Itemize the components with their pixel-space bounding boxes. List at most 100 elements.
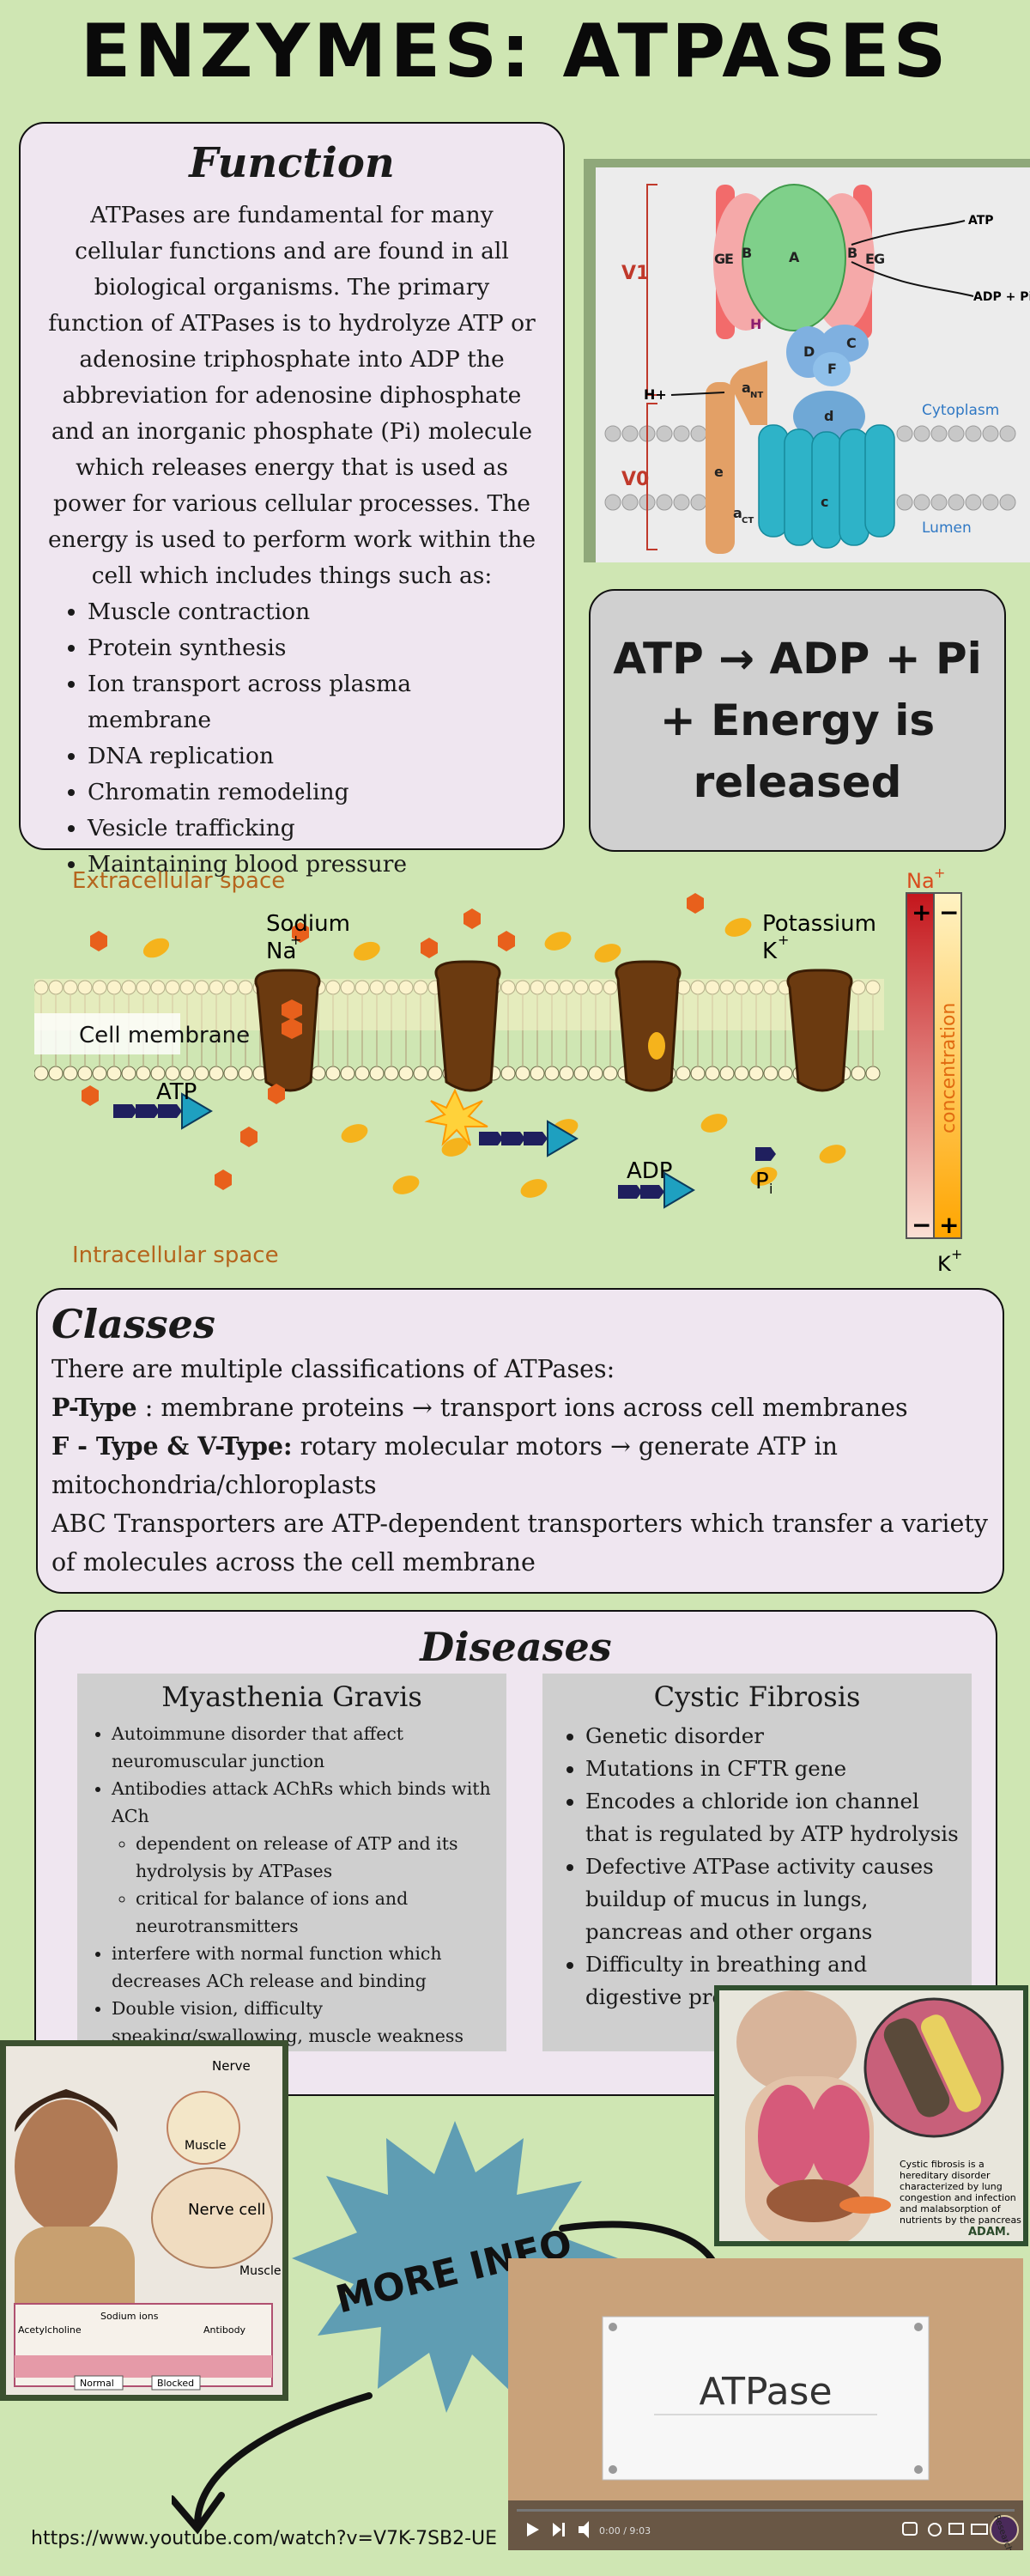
- lipid-head: [121, 1066, 136, 1081]
- lipid-head: [515, 1066, 530, 1081]
- subunit-label: E: [865, 251, 875, 267]
- lipid-head: [734, 1066, 749, 1081]
- list-item: Muscle contraction: [88, 594, 539, 630]
- na-low-sign: −: [912, 1211, 931, 1239]
- function-heading: Function: [189, 139, 395, 187]
- abc-line: ABC Transporters are ATP-dependent trans…: [52, 1510, 988, 1577]
- sodium-potassium-pump-figure: Extracellular space Intracellular space …: [33, 859, 1021, 1279]
- subunit-label: F: [827, 361, 837, 377]
- theater-icon[interactable]: [971, 2524, 988, 2535]
- k-low-sign: −: [939, 898, 959, 927]
- video-frame: ATPase 0:00 / 9:03 Research: [508, 2258, 1023, 2554]
- lipid-head: [851, 1066, 866, 1081]
- equation-line: ATP → ADP + Pi: [613, 634, 982, 683]
- lipid-head: [63, 1066, 78, 1081]
- list-item: Autoimmune disorder that affect neuromus…: [112, 1720, 498, 1775]
- superscript-plus: +: [934, 865, 945, 881]
- lipid-head: [748, 1066, 764, 1081]
- v0-label: V0: [621, 469, 649, 490]
- list-item: Encodes a chloride ion channel that is r…: [585, 1785, 963, 1850]
- extracellular-label: Extracellular space: [72, 868, 285, 894]
- video-time: 0:00 / 9:03: [599, 2525, 651, 2537]
- lipid-head: [209, 1066, 224, 1081]
- lipid-head: [354, 1066, 370, 1081]
- v-atpase-structure-figure: V1 V0 G E B A B: [584, 159, 1030, 562]
- p-type-label: P-Type: [52, 1393, 137, 1422]
- v1-label: V1: [621, 263, 649, 284]
- play-icon[interactable]: [527, 2523, 539, 2537]
- list-item: Vesicle trafficking: [88, 811, 539, 847]
- volume-icon[interactable]: [579, 2521, 589, 2538]
- cf-illustration: Cystic fibrosis is a hereditary disorder…: [719, 1990, 1023, 2248]
- list-item: Genetic disorder: [585, 1720, 963, 1753]
- lipid-head: [778, 1066, 793, 1081]
- subunit-label: G: [874, 251, 885, 267]
- gear-icon[interactable]: [928, 2523, 942, 2537]
- myasthenia-gravis-illustration: Nerve Muscle Nerve cell Muscle Sodium io…: [0, 2040, 288, 2401]
- list-item: Antibodies attack AChRs which binds with…: [112, 1775, 498, 1940]
- pi-label: P: [755, 1169, 769, 1194]
- video-url-link[interactable]: https://www.youtube.com/watch?v=V7K-7SB2…: [31, 2528, 498, 2549]
- lipid-head: [588, 1066, 603, 1081]
- k-label: K: [762, 939, 778, 964]
- k-high-sign: +: [939, 1211, 959, 1239]
- lipid-head: [559, 1066, 574, 1081]
- subunit-label: e: [714, 464, 724, 480]
- fv-type-label: F - Type & V-Type:: [52, 1431, 293, 1461]
- cytoplasm-label: Cytoplasm: [922, 402, 999, 419]
- pump-diagram: Extracellular space Intracellular space …: [33, 865, 962, 1276]
- next-icon[interactable]: [553, 2523, 561, 2537]
- acetylcholine-label: Acetylcholine: [18, 2324, 82, 2336]
- function-description: ATPases are fundamental for many cellula…: [47, 202, 536, 589]
- superscript-plus: +: [951, 1246, 962, 1262]
- lipid-head: [223, 1066, 239, 1081]
- v-atpase-diagram: V1 V0 G E B A B: [596, 167, 1030, 562]
- adp-label: ADP: [627, 1158, 673, 1184]
- superscript-plus: +: [290, 932, 301, 948]
- subunit-label: B: [742, 245, 752, 261]
- lipid-head: [676, 1066, 691, 1081]
- lipid-head: [427, 1066, 443, 1081]
- equation-line: + Energy is: [659, 696, 936, 745]
- lipid-head: [369, 1066, 385, 1081]
- atp-label: ATP: [156, 1079, 197, 1105]
- youtube-video-thumbnail[interactable]: ATPase 0:00 / 9:03 Research: [508, 2258, 1023, 2554]
- lipid-head: [179, 1066, 195, 1081]
- atp-label: ATP: [968, 214, 994, 228]
- blocked-label: Blocked: [157, 2378, 194, 2389]
- list-item: dependent on release of ATP and its hydr…: [136, 1830, 498, 1885]
- subunit-label: G: [714, 251, 725, 267]
- lipid-head: [150, 1066, 166, 1081]
- miniplayer-icon[interactable]: [948, 2523, 964, 2535]
- lipid-head: [865, 1066, 881, 1081]
- subtitles-icon[interactable]: [902, 2522, 918, 2536]
- diseases-heading: Diseases: [420, 1624, 612, 1670]
- lipid-head: [500, 1066, 516, 1081]
- channel-badge-icon: [990, 2515, 1019, 2544]
- function-list: Muscle contraction Protein synthesis Ion…: [45, 594, 539, 883]
- adp-pi-label: ADP + Pi: [973, 290, 1030, 304]
- list-item: critical for balance of ions and neurotr…: [136, 1885, 498, 1940]
- k-gradient-label: K: [937, 1252, 952, 1276]
- arrow-head: [172, 2492, 225, 2535]
- list-item: interfere with normal function which dec…: [112, 1940, 498, 1995]
- intracellular-label: Intracellular space: [72, 1242, 279, 1268]
- diseases-card: Diseases Myasthenia Gravis Autoimmune di…: [34, 1610, 997, 2096]
- lipid-head: [398, 1066, 414, 1081]
- cystic-fibrosis-image: Cystic fibrosis is a hereditary disorder…: [714, 1985, 1028, 2248]
- myasthenia-gravis-box: Myasthenia Gravis Autoimmune disorder th…: [77, 1674, 506, 2074]
- sodium-ions-label: Sodium ions: [100, 2311, 159, 2322]
- lipid-head: [530, 1066, 545, 1081]
- lipid-head: [413, 1066, 428, 1081]
- lipid-head: [165, 1066, 180, 1081]
- subunit-label: H: [750, 316, 761, 332]
- subunit-label: A: [789, 249, 800, 265]
- p-type-line: P-Type : membrane proteins → transport i…: [52, 1388, 989, 1427]
- cf-caption: Cystic fibrosis is a hereditary disorder…: [900, 2159, 1021, 2226]
- fv-type-line: F - Type & V-Type: rotary molecular moto…: [52, 1427, 989, 1504]
- atp-equation-card: ATP → ADP + Pi + Energy is released: [589, 589, 1006, 852]
- subunit-label: B: [847, 245, 857, 261]
- lipid-head: [384, 1066, 399, 1081]
- list-item-text: Antibodies attack AChRs which binds with…: [112, 1778, 491, 1826]
- subunit-label: d: [824, 408, 833, 424]
